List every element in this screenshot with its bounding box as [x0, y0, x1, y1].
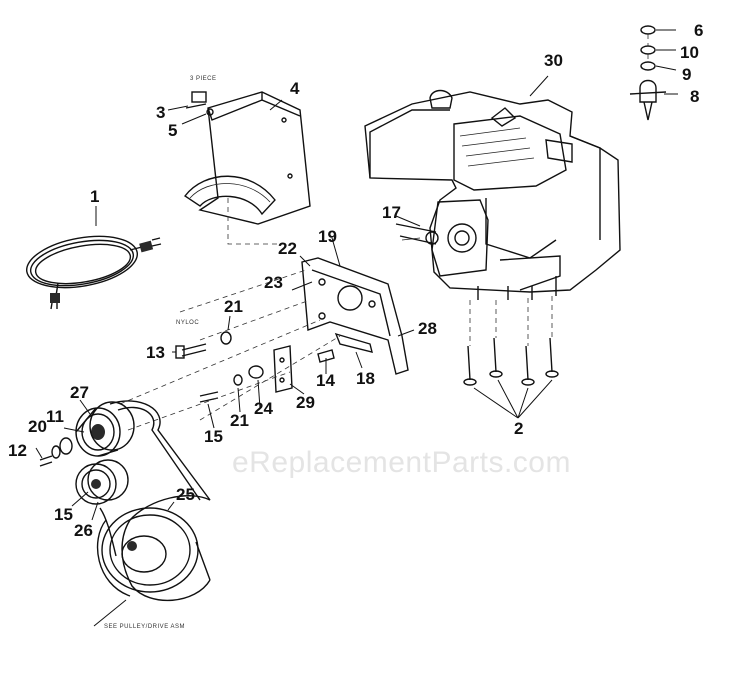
callout-27: 27 [70, 383, 89, 402]
callout-30: 30 [544, 51, 563, 70]
belt-guard [183, 91, 311, 245]
nyloc-bolt [175, 331, 232, 359]
callout-6: 6 [694, 21, 704, 40]
callout-23: 23 [264, 273, 283, 292]
callout-17: 17 [382, 203, 401, 222]
callout-4: 4 [290, 79, 300, 98]
pin-note: 3 PIECE [190, 76, 217, 82]
callout-21-upper: 21 [224, 297, 243, 316]
callout-18: 18 [356, 369, 375, 388]
callout-25: 25 [176, 485, 195, 504]
callout-15-middle: 15 [204, 427, 223, 446]
callout-29: 29 [296, 393, 315, 412]
callout-24: 24 [254, 399, 273, 418]
belt-and-large-pulley [93, 400, 211, 627]
callout-26: 26 [74, 521, 93, 540]
clamp-stack [629, 25, 678, 121]
callout-14: 14 [316, 371, 335, 390]
pulley-assembly-note: SEE PULLEY/DRIVE ASM [104, 624, 186, 630]
callout-5: 5 [168, 121, 178, 140]
middle-hardware [127, 345, 335, 431]
callout-11: 11 [46, 407, 64, 426]
mounting-bracket [119, 255, 415, 421]
guard-fasteners [167, 91, 214, 125]
callout-28: 28 [418, 319, 437, 338]
callout-19: 19 [318, 227, 337, 246]
engine [364, 89, 621, 300]
callout-12: 12 [8, 441, 27, 460]
callout-8: 8 [690, 87, 700, 106]
callout-2: 2 [514, 419, 524, 438]
callout-15-lower: 15 [54, 505, 73, 524]
callout-1: 1 [90, 187, 100, 206]
callout-22: 22 [278, 239, 297, 258]
callout-9: 9 [682, 65, 692, 84]
bolt-note: NYLOC [176, 320, 200, 326]
callout-13: 13 [146, 343, 165, 362]
callout-21-lower: 21 [230, 411, 249, 430]
callout-3: 3 [156, 103, 166, 122]
power-cord [25, 235, 162, 310]
watermark-text: eReplacementParts.com [232, 446, 571, 479]
callout-20: 20 [28, 417, 47, 436]
pulley-assembly [39, 401, 135, 505]
leader-lines [35, 75, 549, 521]
engine-bolts [463, 296, 559, 419]
callout-10: 10 [680, 43, 699, 62]
